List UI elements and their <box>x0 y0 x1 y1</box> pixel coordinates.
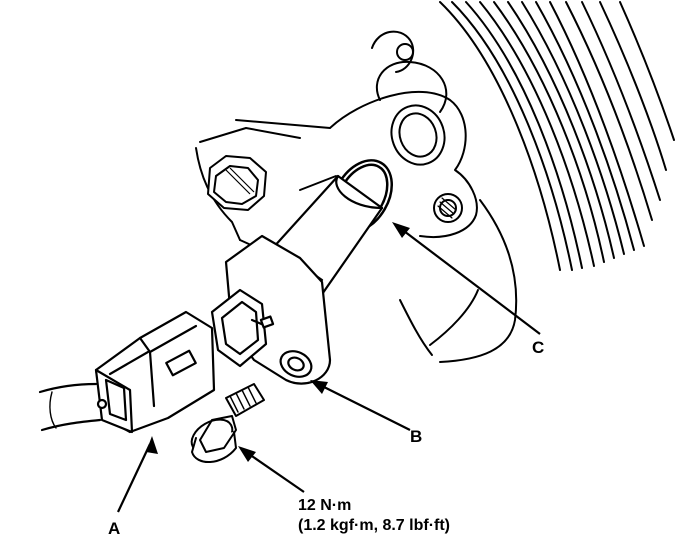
arrowheads <box>146 222 410 462</box>
arrowhead-c <box>392 222 410 238</box>
torque-conversion: (1.2 kgf·m, 8.7 lbf·ft) <box>298 517 450 534</box>
arrowhead-b <box>310 380 328 394</box>
arrowhead-torque <box>238 446 256 462</box>
leader-torque <box>245 451 305 493</box>
harness-connector <box>38 310 216 434</box>
hex-nut-icon <box>207 155 267 211</box>
leader-b <box>317 383 411 431</box>
label-a: A <box>108 519 120 538</box>
leader-lines <box>117 227 541 513</box>
arrowhead-a <box>146 436 158 454</box>
mounting-bolt-icon <box>190 383 265 463</box>
leader-c <box>399 227 541 335</box>
crankshaft-position-sensor <box>210 174 384 385</box>
label-b: B <box>410 427 422 446</box>
leader-a <box>117 443 151 513</box>
label-c: C <box>532 338 544 357</box>
torque-value: 12 N·m <box>298 497 351 514</box>
